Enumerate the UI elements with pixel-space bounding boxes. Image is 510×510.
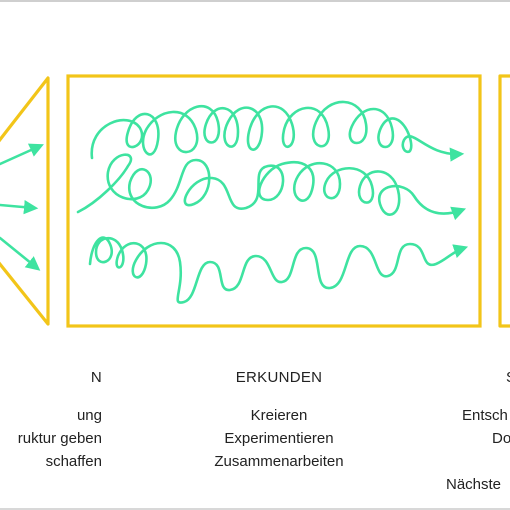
top-divider [0,0,510,2]
left-arrow-1 [0,143,44,166]
explore-path-middle [76,153,467,221]
right-stage-item: Nächste [446,476,502,493]
left-arrow-2 [0,199,39,215]
left-stage-item: schaffen [45,453,102,470]
left-funnel-shape [0,76,50,326]
left-stage-item: ung [76,407,102,424]
right-stage-item: Do [492,430,510,447]
right-funnel-shape [498,74,510,328]
explore-path-top [90,100,465,162]
explore-path-bottom [88,236,469,304]
center-stage-item: Kreieren [250,407,308,424]
center-stage-item: Experimentieren [224,430,334,447]
right-stage-heading: S [506,366,510,389]
right-stage-items: Entsch Do Nächste [446,404,510,496]
center-stage-item: Zusammenarbeiten [214,453,344,470]
right-stage-item: Entsch [462,407,508,424]
center-stage-heading: ERKUNDEN [235,369,323,386]
center-stage-items: Kreieren Experimentieren Zusammenarbeite… [214,404,343,473]
right-stage-item [462,450,510,473]
bottom-divider [0,508,510,510]
left-stage-item: ruktur geben [17,430,102,447]
left-arrow-3 [0,236,41,271]
explore-box [66,74,482,328]
left-stage-items: ung ruktur geben schaffen [18,404,102,473]
left-stage-heading: N [90,369,102,386]
